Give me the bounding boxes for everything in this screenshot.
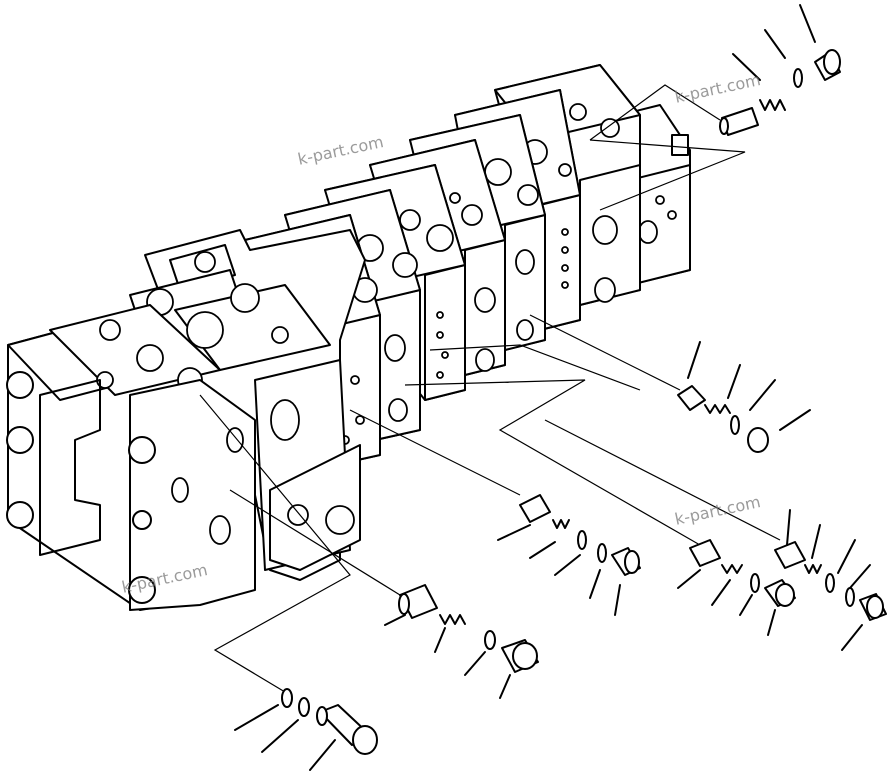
valve-front-housing <box>6 304 256 611</box>
part-set-right-middle <box>689 539 796 607</box>
callout-leaders <box>234 4 871 771</box>
part-set-middle <box>519 494 641 576</box>
part-set-upper-right <box>677 385 769 453</box>
valve-inlet-section <box>129 229 366 581</box>
assembly-lines <box>199 84 781 696</box>
part-set-lower <box>398 584 539 673</box>
part-set-far-right <box>774 541 887 621</box>
part-set-top <box>719 49 841 136</box>
part-set-bottom <box>281 688 378 755</box>
